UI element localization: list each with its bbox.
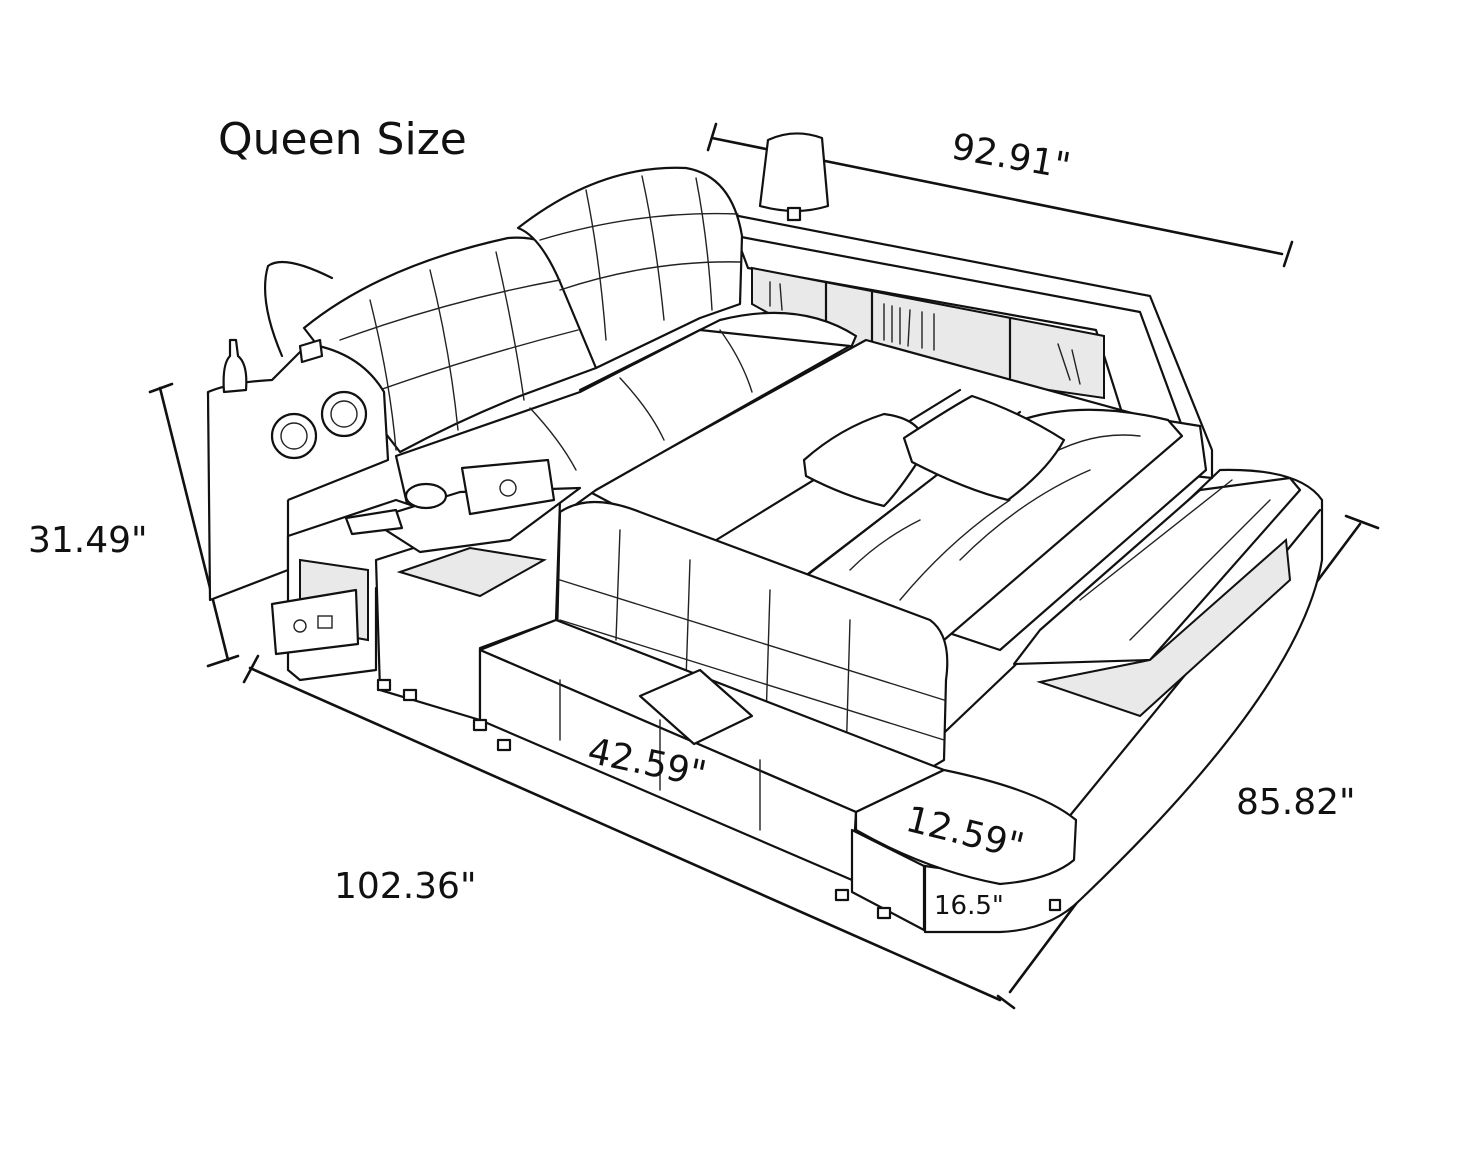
mouse-icon [404, 482, 448, 510]
seat-height-dimension-label: 16.5" [934, 891, 1004, 921]
usb-port-icon [298, 338, 324, 364]
diagram-title: Queen Size [218, 114, 467, 165]
safe-box-icon [270, 588, 360, 656]
width-dimension-tick-right [1282, 240, 1294, 268]
bed-illustration [206, 132, 1324, 934]
laptop-icon [460, 458, 556, 516]
depth-dimension-tick-top [1344, 514, 1380, 530]
length-dimension-label: 102.36" [334, 866, 477, 907]
headboard-frame-inner [734, 234, 1192, 450]
speaker-left-icon [270, 412, 318, 460]
pillow-right [902, 394, 1066, 502]
depth-dimension-tick-bottom [996, 994, 1016, 1010]
height-dimension-tick-bottom [206, 654, 240, 668]
bed-feet [376, 678, 1062, 920]
footboard-tufting [559, 529, 945, 761]
side-bench [1012, 476, 1302, 666]
side-bench-seams [1079, 479, 1271, 641]
bottle-icon [222, 338, 248, 394]
rear-seat-tufting [529, 329, 753, 471]
headrest-tufting [339, 175, 741, 451]
corner-seat-front [850, 828, 926, 932]
front-bench-tufting [559, 679, 761, 831]
height-dimension-label: 31.49" [28, 520, 148, 561]
headrest-right [516, 166, 744, 370]
depth-dimension-label: 85.82" [1236, 782, 1356, 823]
shelf-books [769, 281, 1081, 385]
lamp-icon [758, 132, 830, 222]
corner-seat [854, 768, 1078, 886]
width-dimension-tick-left [706, 122, 718, 152]
speaker-right-icon [320, 390, 368, 438]
table-storage [396, 546, 547, 598]
phone-icon [344, 508, 404, 536]
height-dimension-tick-top [148, 382, 174, 394]
side-bench-storage [1036, 537, 1292, 718]
width-dimension-label: 92.91" [948, 126, 1073, 187]
length-dimension-tick-left [242, 654, 260, 684]
magazine-icon [638, 668, 754, 746]
length-dimension-line [248, 666, 1002, 1002]
reading-lamp-icon [263, 260, 334, 358]
height-dimension-line [158, 386, 230, 662]
